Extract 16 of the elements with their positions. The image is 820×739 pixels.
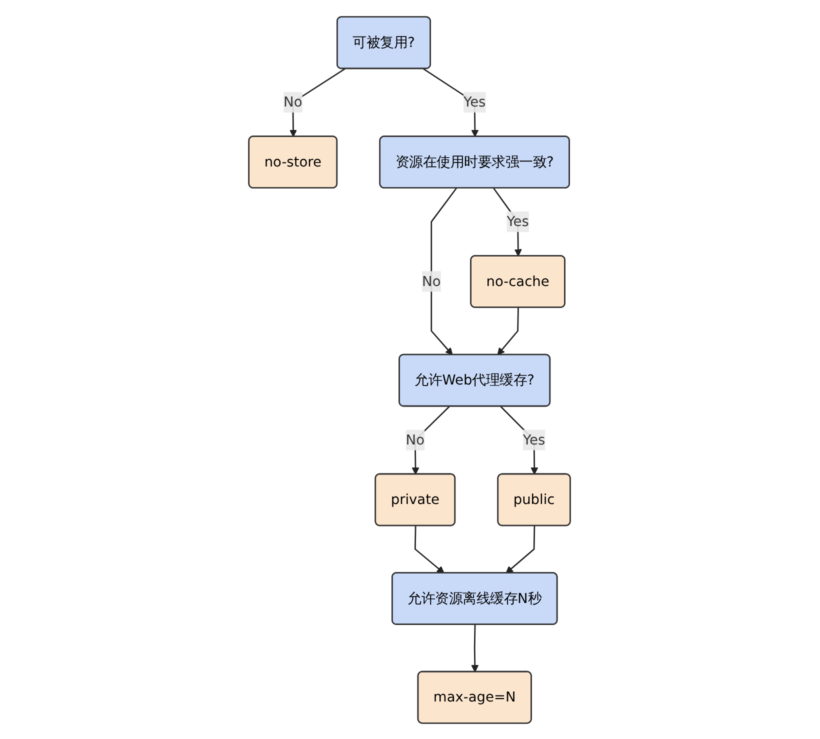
arrow [498,307,520,355]
arrow [506,525,536,574]
edge-label: Yes [507,212,530,230]
arrow [423,68,480,137]
edge-label: No [284,93,303,110]
arrow [431,187,458,355]
arrow [472,624,480,672]
arrow [412,406,450,474]
arrow [414,525,445,574]
edge-label: No [422,272,442,289]
edge-label: Yes [523,430,546,448]
edge-label: Yes [464,93,486,110]
arrow [290,68,346,137]
arrow [500,406,539,474]
arrow [494,187,522,256]
edge-label: No [406,430,425,448]
